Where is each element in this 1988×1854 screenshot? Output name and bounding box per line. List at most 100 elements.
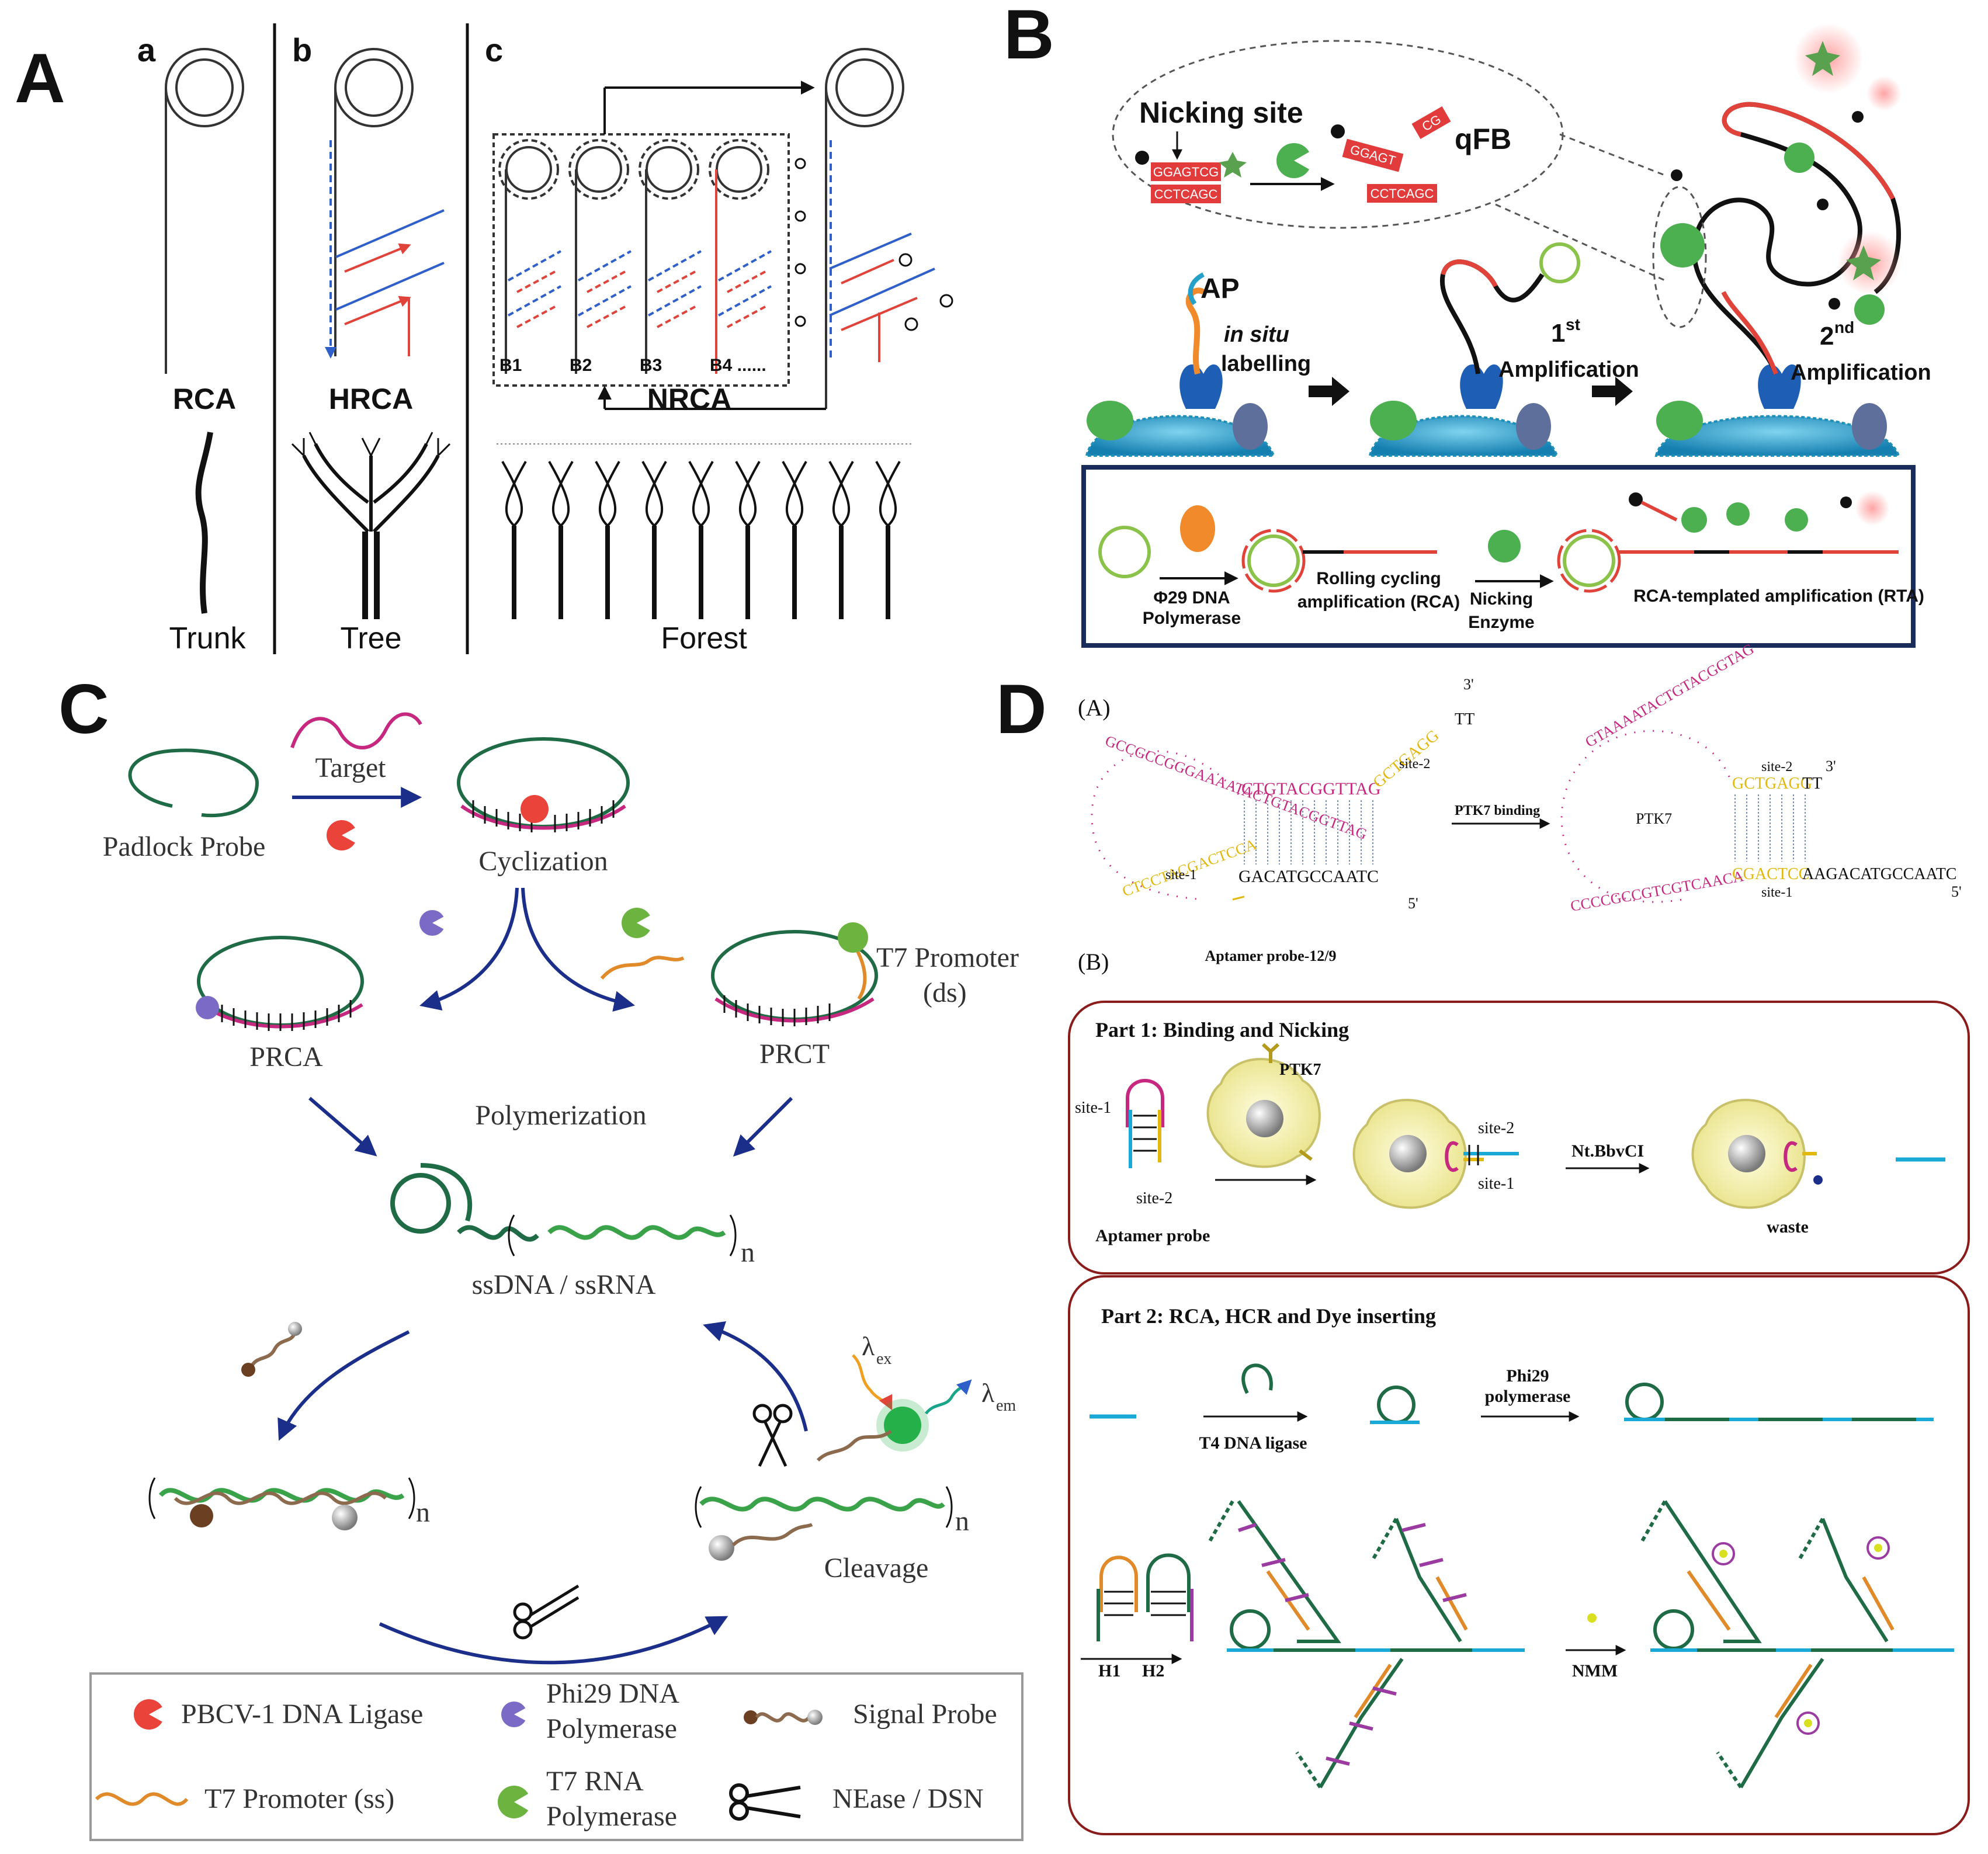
arrow-prca-down (308, 1096, 377, 1157)
nmm-dot (1587, 1613, 1597, 1623)
bound-complex (1352, 1099, 1519, 1209)
label-nrca: NRCA (647, 383, 731, 415)
rca-line1: Rolling cycling (1316, 569, 1441, 588)
legend-t7-rna-line1: T7 RNA (546, 1766, 644, 1797)
ptk7-label: PTK7 (1279, 1061, 1321, 1079)
aptamer-probe-name: Aptamer probe-12/9 (1205, 947, 1336, 964)
rta-ring (1557, 529, 1621, 593)
zoom-line-bottom (1495, 203, 1666, 282)
quencher-dot-2 (1331, 124, 1345, 138)
amplification-2: Amplification (1791, 360, 1931, 385)
in-situ-label: in situ (1224, 322, 1289, 347)
label-b2: B2 (570, 356, 592, 375)
rca-product-ring (1241, 529, 1306, 593)
panel-letter-a: A (15, 39, 65, 117)
hrca-diagram (325, 48, 445, 359)
hairpin-h2 (1146, 1553, 1194, 1641)
cyclization-label: Cyclization (478, 846, 608, 877)
rta-released-probes (1629, 491, 1890, 533)
seq-box-bottom2 (1367, 184, 1437, 203)
stem-base-pairs-left (1244, 800, 1373, 864)
legend-signal-probe: Signal Probe (853, 1699, 997, 1730)
ptk7-in-loop: PTK7 (1636, 810, 1672, 827)
arrow-bottom-recycle (379, 1616, 728, 1665)
legend-nease: NEase / DSN (832, 1783, 984, 1814)
cg-box (1411, 106, 1451, 139)
qfb-label: qFB (1455, 123, 1511, 155)
panel-c: C Target Padlock Probe Cyclization PRCA (58, 670, 1024, 1841)
rca-circle-strand (165, 48, 244, 374)
tree-illustration (291, 432, 451, 619)
tail-tt: TT (1455, 710, 1474, 728)
circular-template (1370, 1386, 1420, 1424)
nick-line1: Nicking (1470, 589, 1533, 609)
quencher-dot (1135, 151, 1149, 165)
arrow-step2 (1592, 377, 1633, 406)
fluorescence-signal (816, 1354, 972, 1462)
t7-rna-pol-icon-mid (622, 908, 653, 938)
pacman-mouth (1294, 149, 1314, 172)
t7-promoter-ss-mid (600, 956, 685, 980)
nicking-site-label: Nicking site (1139, 96, 1303, 129)
phi29-line2: Polymerase (1143, 609, 1241, 628)
prca-label: PRCA (249, 1041, 323, 1072)
aptamer-probe-label: Aptamer probe (1095, 1226, 1210, 1245)
second-num: 2 (1820, 322, 1834, 350)
legend-t7-promoter-ss: T7 Promoter (ss) (204, 1783, 394, 1814)
zoom-line-top (1559, 133, 1666, 176)
labelling-label: labelling (1221, 352, 1311, 376)
aptamer-hairpin (1126, 1079, 1164, 1168)
mid-site1: site-1 (1478, 1175, 1514, 1193)
forest-illustration (497, 443, 911, 619)
legend-icon-scissors (729, 1783, 801, 1821)
legend-phi29-line1: Phi29 DNA (546, 1678, 679, 1709)
phi29-blob (1180, 505, 1215, 552)
part1-site2: site-2 (1136, 1189, 1172, 1207)
hybrid-duplex-left (148, 1477, 415, 1530)
sub-b-label: (B) (1078, 949, 1109, 975)
rca-line2: amplification (RCA) (1297, 592, 1460, 612)
seq-box-bottom (1151, 185, 1221, 203)
nrca-diagram (492, 48, 935, 410)
nick-line2: Enzyme (1468, 613, 1534, 632)
right-site2-seq: GCTGAGG (1732, 775, 1812, 793)
padlock-probe (128, 748, 259, 818)
sublabel-b: b (292, 32, 312, 68)
phi29-label-1: Phi29 (1506, 1366, 1549, 1386)
right-loop-seq: GTAAAATACTGTACGGTAG (1583, 640, 1757, 751)
five-prime-right: 5' (1951, 883, 1962, 900)
scissors-icon-cleavage (752, 1404, 793, 1467)
panel-d: D (A) GCCGCCGGGAAAATACTGTACGGTTAG CTGTAC… (996, 640, 1970, 1835)
padlock-circle (1098, 526, 1151, 578)
phi29-label-2: polymerase (1485, 1387, 1571, 1406)
duplex-n: n (416, 1497, 430, 1528)
label-b1: B1 (499, 356, 522, 375)
final-g-quadruplex-product (1640, 1500, 1954, 1789)
panel-a: A a RCA Trunk b HRCA Tree (15, 23, 953, 655)
cleavage-duplex (695, 1486, 953, 1561)
ligase-icon-top (327, 820, 358, 850)
nmm-label: NMM (1572, 1661, 1618, 1681)
mid-site2: site-2 (1478, 1119, 1514, 1137)
right-loop-lower: CCCCGCCGTCGTCAACA (1569, 867, 1745, 915)
nt-bbvci-label: Nt.BbvCI (1571, 1141, 1644, 1161)
part2-title: Part 2: RCA, HCR and Dye inserting (1101, 1304, 1436, 1328)
three-prime-right: 3' (1826, 758, 1836, 775)
panel-b: B Nicking site GGAGTCG CCTCAGC GGAGT CG … (1004, 0, 1931, 648)
site2-right: site-2 (1761, 759, 1792, 775)
arrow-step1 (1309, 377, 1349, 406)
nicking-enzyme-small (1488, 530, 1521, 563)
cell-3 (1652, 23, 1902, 457)
hairpin-h1 (1097, 1556, 1138, 1641)
lambda-em: λ (981, 1378, 995, 1408)
zoom-ellipse (1112, 40, 1564, 229)
fluorophore-star (1219, 152, 1247, 178)
site2-left: site-2 (1399, 756, 1430, 772)
label-hrca: HRCA (329, 383, 413, 415)
legend-icon-phi29 (501, 1702, 528, 1727)
rta-circle (1563, 534, 1615, 587)
three-prime-left: 3' (1463, 676, 1474, 693)
ssdna-product (390, 1163, 737, 1256)
nmm-insert-1 (1719, 1550, 1727, 1558)
